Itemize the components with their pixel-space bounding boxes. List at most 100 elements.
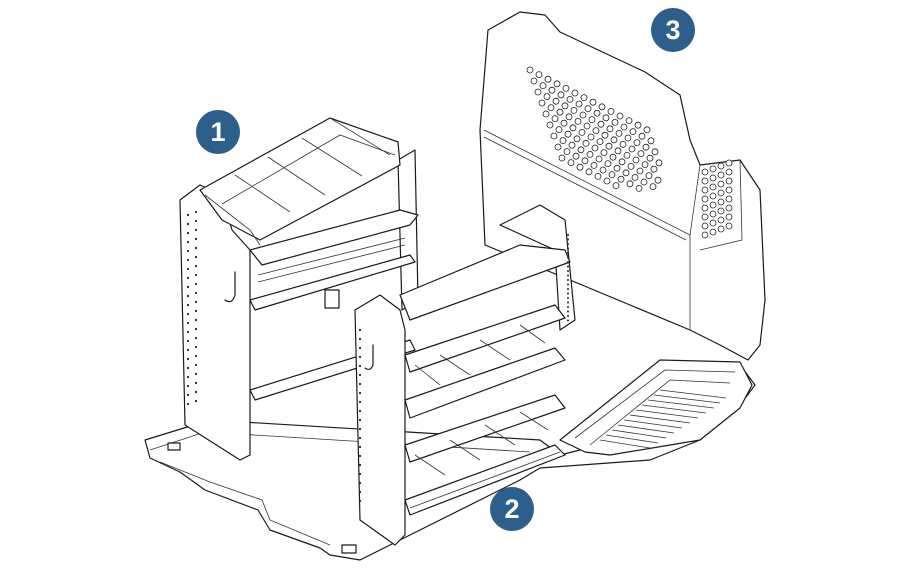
perforation-hole (594, 172, 602, 180)
perforation-hole (572, 152, 580, 160)
perforation-hole (358, 490, 362, 494)
perforation-hole (567, 283, 569, 286)
perforation-hole (571, 89, 579, 97)
perforation-hole (613, 164, 621, 172)
perforation-hole (597, 120, 605, 128)
perforation-hole (606, 125, 614, 133)
perforation-hole (568, 141, 576, 149)
perforation-hole (194, 246, 198, 250)
perforation-hole (586, 150, 594, 158)
perforation-hole (649, 183, 657, 191)
perforation-hole (186, 321, 190, 325)
perforation-hole (194, 345, 198, 349)
perforation-hole (358, 364, 362, 368)
perforation-hole (567, 247, 569, 250)
perforation-hole (605, 142, 613, 150)
perforation-hole (717, 189, 725, 197)
perforation-hole (638, 132, 646, 140)
perforation-hole (358, 445, 362, 449)
perforation-hole (634, 121, 642, 129)
perforation-hole (602, 114, 610, 122)
perforation-hole (194, 318, 198, 322)
perforation-hole (574, 118, 582, 125)
perforation-hole (584, 105, 592, 112)
perforation-hole (635, 184, 643, 192)
perforation-hole (194, 381, 198, 385)
perforation-hole (186, 240, 190, 244)
perforation-hole (577, 146, 585, 154)
perforation-hole (560, 119, 568, 127)
perforation-hole (567, 159, 575, 167)
perforation-hole (358, 328, 362, 332)
perforation-hole (617, 175, 625, 183)
perforation-hole (654, 176, 662, 184)
perforation-hole (601, 131, 609, 139)
perforation-hole (567, 292, 569, 295)
perforation-hole (186, 267, 190, 271)
perforation-hole (567, 261, 569, 263)
perforation-hole (632, 156, 640, 164)
perforation-hole (701, 213, 709, 221)
perforation-hole (587, 133, 595, 141)
perforation-hole (647, 137, 655, 145)
perforation-hole (567, 252, 569, 254)
perforation-hole (547, 104, 555, 111)
perforation-hole (194, 390, 198, 394)
perforation-hole (725, 159, 733, 167)
perforation-hole (589, 98, 597, 106)
perforation-hole (717, 207, 725, 215)
perforation-hole (614, 147, 622, 155)
perforation-hole (591, 144, 599, 152)
perforation-hole (607, 108, 615, 115)
perforation-hole (534, 88, 542, 96)
perforation-hole (725, 213, 733, 221)
perforation-hole (611, 119, 619, 126)
perforation-hole (709, 192, 717, 200)
perforation-hole (567, 310, 569, 313)
perforation-hole (194, 309, 198, 313)
perforation-hole (590, 161, 598, 169)
perforation-hole (592, 127, 600, 135)
perforation-hole (618, 158, 626, 166)
perforation-hole (717, 162, 725, 170)
perforation-hole (627, 162, 635, 170)
perforation-hole (186, 384, 190, 388)
shelf-unit-2 (354, 204, 576, 546)
perforation-hole (620, 123, 628, 131)
perforation-hole (717, 216, 725, 224)
perforation-hole (186, 222, 190, 226)
perforation-hole (725, 195, 733, 203)
perforation-hole (717, 198, 725, 206)
callout-badge-3: 3 (651, 8, 695, 52)
perforation-hole (566, 96, 574, 103)
perforation-hole (701, 186, 709, 194)
perforation-hole (551, 115, 559, 122)
perforation-hole (588, 116, 596, 123)
perforation-hole (186, 213, 190, 217)
perforation-hole (567, 301, 569, 304)
perforation-hole (565, 113, 573, 121)
perforation-hole (554, 143, 562, 151)
perforation-hole (701, 177, 709, 185)
perforation-hole (701, 204, 709, 212)
perforation-hole (646, 154, 654, 162)
perforation-hole (585, 168, 593, 176)
perforation-hole (709, 174, 717, 182)
perforation-hole (535, 71, 543, 78)
perforation-hole (186, 312, 190, 316)
perforation-hole (186, 249, 190, 253)
perforation-hole (530, 77, 538, 85)
perforation-hole (562, 85, 570, 92)
perforation-hole (650, 165, 658, 173)
callout-badge-1: 1 (196, 110, 240, 154)
perforation-hole (645, 172, 653, 180)
perforation-hole (709, 219, 717, 227)
callout-badge-2: 2 (490, 487, 534, 531)
perforation-hole (567, 234, 569, 236)
perforation-hole (717, 180, 725, 188)
partition-perforations (526, 66, 733, 239)
step-treads (599, 389, 727, 449)
perforation-hole (567, 238, 569, 241)
perforation-hole (637, 150, 645, 158)
